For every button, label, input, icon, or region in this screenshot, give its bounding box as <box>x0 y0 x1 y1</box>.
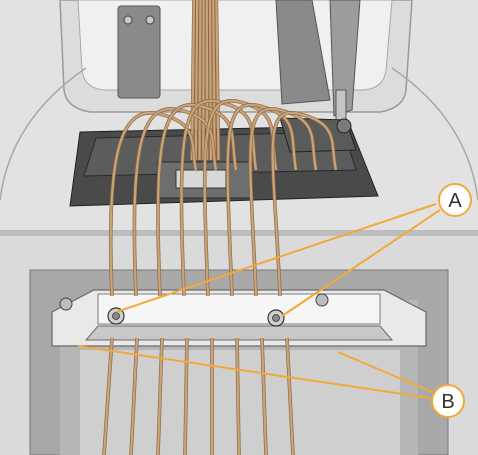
screw-icon <box>145 15 155 25</box>
right-bracket <box>275 0 331 105</box>
left-bracket <box>117 5 161 99</box>
thumbscrew-core <box>112 312 120 320</box>
front-housing-lip <box>0 230 478 236</box>
tube-drop-1 <box>129 337 139 455</box>
thumbscrew-core <box>272 314 280 322</box>
callout-label-a: A <box>448 190 462 212</box>
callout-group: A B <box>77 183 472 418</box>
manifold-strip <box>97 293 381 325</box>
tube-arc-1 <box>133 107 218 297</box>
tube-drop-0 <box>102 337 114 455</box>
callout-line-a-right <box>281 209 441 317</box>
tube-feed-0 <box>190 0 196 161</box>
callout-line-b-right <box>337 351 433 393</box>
callout-label-b: B <box>441 391 454 413</box>
tube-drop-5 <box>235 337 241 455</box>
tubing-group <box>102 0 338 455</box>
tube-feed-7 <box>215 0 220 161</box>
callout-badge-a <box>438 183 472 217</box>
tube-feed-1 <box>194 0 199 161</box>
tube-arc-7 <box>271 111 338 297</box>
screw-icon <box>123 15 133 25</box>
tube-drop-3 <box>183 337 189 455</box>
callout-line-b-left <box>77 345 431 399</box>
callout-line-a-left <box>115 203 437 313</box>
knob-icon <box>336 118 352 134</box>
gas-strut <box>329 0 361 117</box>
tube-drop-6 <box>260 337 268 455</box>
tube-arc-2 <box>156 103 238 297</box>
screw-icon <box>315 293 329 307</box>
tube-arc-0 <box>109 111 198 297</box>
thumbscrew-right <box>267 309 285 327</box>
tube-feed-6 <box>212 0 216 161</box>
tube-arc-6 <box>249 107 318 297</box>
manifold-underside <box>84 325 394 341</box>
tube-arc-5 <box>226 103 298 297</box>
tube-feed-2 <box>198 0 202 161</box>
tube-drop-7 <box>285 337 295 455</box>
screw-icon <box>59 297 73 311</box>
thumbscrew-left <box>107 307 125 325</box>
housing-outline <box>0 67 478 201</box>
callout-badge-b <box>431 384 465 418</box>
